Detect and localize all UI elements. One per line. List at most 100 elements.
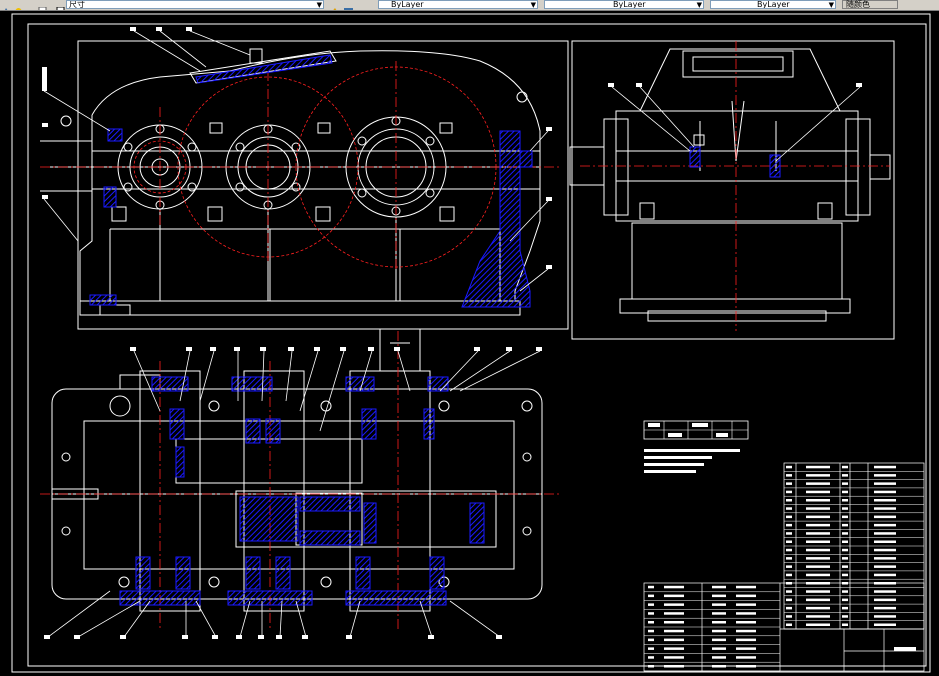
parts-list-cell-text — [806, 532, 830, 535]
drawing-frame-outer — [11, 13, 931, 673]
parts-list-cell-text — [806, 490, 830, 494]
parts-list-cell-text — [874, 623, 896, 626]
parts-list-cell-text — [786, 540, 792, 543]
parts-list-cell-text — [806, 615, 830, 618]
title-block-cell-text — [664, 638, 684, 642]
layer-dropdown[interactable]: 尺寸 ▼ — [66, 0, 324, 9]
make-current-icon[interactable] — [330, 0, 339, 10]
title-block-cell-text — [712, 638, 726, 642]
parts-list-cell-text — [874, 515, 896, 519]
title-block-cell-text — [736, 638, 756, 642]
color-swatch-icon[interactable] — [56, 0, 65, 10]
title-block-cell-text — [712, 594, 726, 598]
parts-list-cell-text — [842, 523, 848, 527]
parts-list-cell-text — [842, 590, 848, 593]
parts-list-cell-text — [874, 615, 896, 618]
parts-list-cell-text — [842, 465, 848, 469]
parts-list-cell-text — [786, 573, 792, 577]
title-block-cell-text — [664, 656, 684, 659]
title-block-cell-text — [664, 629, 684, 633]
title-block-cell-text — [664, 665, 684, 668]
title-block-cell-text — [664, 621, 684, 624]
technical-notes-text — [644, 449, 740, 473]
sheet-icon[interactable] — [38, 0, 47, 10]
title-block-cell-text — [736, 647, 756, 650]
parts-list-cell-text — [806, 548, 830, 552]
title-block-cell-text — [648, 638, 654, 642]
lineweight-control[interactable]: ByLayer ▼ — [710, 0, 836, 9]
parts-list-cell-text — [842, 606, 848, 610]
leader-lines — [43, 30, 861, 638]
chevron-down-icon: ▼ — [828, 1, 834, 9]
title-block-cell-text — [648, 656, 654, 659]
parts-list-cell-text — [786, 532, 792, 535]
title-block-cell-text — [648, 612, 654, 615]
parts-list-cell-text — [806, 573, 830, 577]
plotstyle-control[interactable]: 随颜色 — [842, 0, 898, 9]
top-section-center-lines — [40, 331, 560, 631]
title-block-cell-text — [712, 603, 726, 606]
parts-list-cell-text — [842, 507, 848, 510]
title-block-cell-text — [648, 665, 654, 668]
parts-list-cell-text — [786, 565, 792, 568]
title-block-cell-text — [712, 612, 726, 615]
plotstyle-control-value: 随颜色 — [846, 0, 870, 9]
parts-list-cell-text — [842, 557, 848, 560]
layer-state-icon[interactable] — [2, 0, 11, 10]
layer-previous-icon[interactable] — [344, 0, 353, 10]
chevron-down-icon: ▼ — [530, 1, 536, 9]
parts-list-cell-text — [806, 565, 830, 568]
parts-list-cell-text — [806, 515, 830, 519]
drawing-canvas[interactable] — [0, 11, 939, 676]
parts-list-cell-text — [786, 623, 792, 626]
sun-icon[interactable] — [14, 0, 23, 10]
top-section-hatching — [119, 376, 485, 606]
title-block-cell-text — [736, 665, 756, 668]
parts-list-cell-text — [806, 540, 830, 543]
parts-list-cell-text — [806, 598, 830, 602]
parts-list-cell-text — [874, 548, 896, 552]
title-block-cell-text — [736, 621, 756, 624]
parts-list-cell-text — [842, 515, 848, 519]
parts-list-cell-text — [806, 465, 830, 469]
parts-list-cell-text — [874, 573, 896, 577]
parts-list-rows — [784, 465, 924, 630]
title-block-rows — [644, 585, 780, 672]
lock-icon[interactable] — [26, 0, 35, 8]
parts-list-cell-text — [874, 590, 896, 593]
title-block-cell-text — [648, 585, 654, 589]
parts-list-cell-text — [786, 490, 792, 494]
leader-balloons — [42, 27, 862, 639]
lineweight-control-value: ByLayer — [757, 0, 790, 9]
title-block-cell-text — [736, 629, 756, 633]
parts-list-cell-text — [842, 482, 848, 485]
title-block-cell-text — [648, 629, 654, 633]
side-view[interactable] — [569, 40, 895, 340]
linetype-control[interactable]: ByLayer ▼ — [544, 0, 704, 9]
parts-list-cell-text — [874, 482, 896, 485]
title-block-cell-text — [648, 621, 654, 624]
title-block-cell-text — [664, 603, 684, 606]
parts-list-cell-text — [874, 465, 896, 469]
title-block-cell-text — [712, 665, 726, 668]
parts-list-cell-text — [874, 598, 896, 602]
title-block-cell-text — [712, 647, 726, 650]
parts-list-cell-text — [786, 499, 792, 502]
properties-toolbar: 尺寸 ▼ ByLayer ▼ ByLayer ▼ ByLayer ▼ 随颜色 — [0, 0, 939, 11]
title-block-cell-text — [736, 603, 756, 606]
parts-list-cell-text — [874, 557, 896, 560]
parts-list-cell-text — [874, 565, 896, 568]
linetype-control-value: ByLayer — [613, 0, 646, 9]
parts-list-cell-text — [806, 482, 830, 485]
layer-dropdown-value: 尺寸 — [69, 0, 85, 9]
parts-list-cell-text — [842, 499, 848, 502]
parts-list-cell-text — [806, 623, 830, 626]
parts-list-cell-text — [874, 474, 896, 477]
color-control[interactable]: ByLayer ▼ — [378, 0, 538, 9]
parts-list-cell-text — [806, 474, 830, 477]
parts-list-cell-text — [874, 606, 896, 610]
top-section-view[interactable] — [51, 328, 543, 612]
title-block-cell-text — [712, 585, 726, 589]
front-view-hatching — [89, 54, 533, 308]
chevron-down-icon: ▼ — [316, 1, 322, 9]
